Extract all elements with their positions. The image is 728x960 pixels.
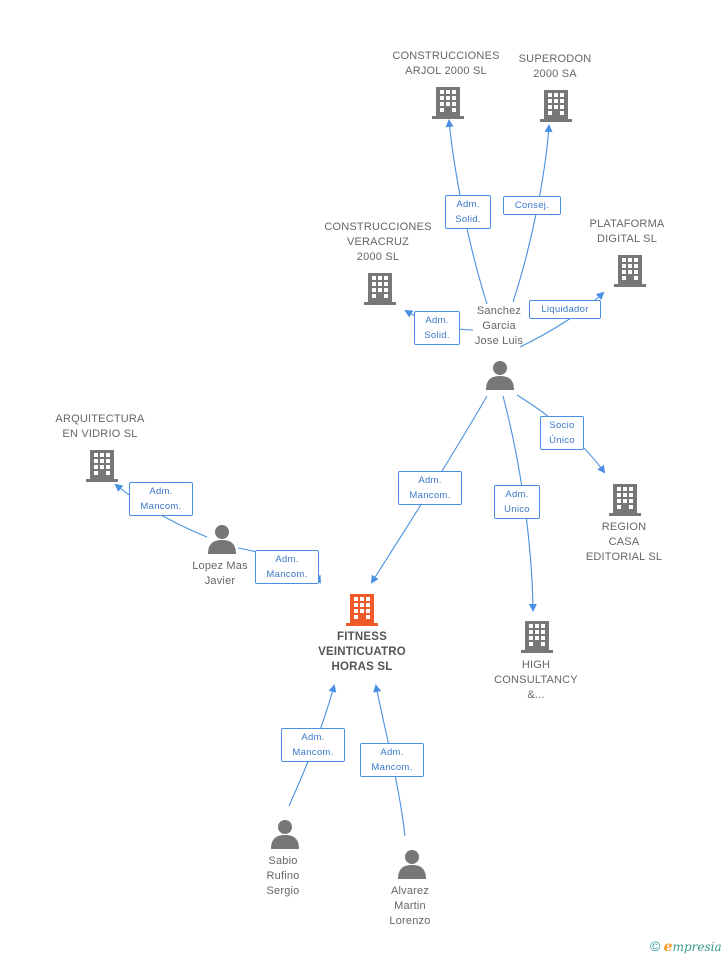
edge-badge-line: Mancom. (266, 569, 308, 580)
node-label-line: Lorenzo (389, 915, 431, 927)
node-label-line: HORAS SL (331, 661, 393, 673)
building-icon[interactable] (614, 253, 646, 287)
edge-badge-line: Mancom. (409, 490, 451, 501)
edge-badge-line: Adm. (418, 475, 442, 486)
node-high-label[interactable]: HIGH CONSULTANCY &... (484, 658, 588, 703)
edge-badge-line: Liquidador (541, 304, 589, 315)
node-label-line: CONSTRUCCIONES (324, 221, 432, 233)
building-icon[interactable] (432, 85, 464, 119)
edge-line-sanchez-plataforma (519, 291, 605, 348)
node-arquitectura-label[interactable]: ARQUITECTURA EN VIDRIO SL (48, 412, 152, 442)
edge-badge-line: Unico (504, 504, 530, 515)
node-label-line: ARJOL 2000 SL (405, 65, 487, 77)
focus-building-icon[interactable] (346, 592, 378, 626)
node-plataforma-label[interactable]: PLATAFORMA DIGITAL SL (575, 217, 679, 247)
node-label-line: Alvarez (390, 885, 430, 897)
node-label-line: Sabio (268, 855, 298, 867)
node-label-line: CONSTRUCCIONES (392, 50, 500, 62)
edge-badge-line: Adm. (380, 747, 404, 758)
person-icon[interactable] (270, 819, 300, 849)
node-label-line: REGION (601, 521, 647, 533)
node-label-line: Javier (204, 575, 236, 587)
node-label-line: DIGITAL SL (596, 233, 658, 245)
node-label-line: Jose Luis (474, 335, 524, 347)
node-label-line: FITNESS (337, 631, 387, 643)
node-label-line: VERACRUZ (346, 236, 410, 248)
edge-badge-sabio-fitness[interactable]: Adm. Mancom. (281, 728, 345, 762)
node-label-line: &... (527, 689, 545, 701)
node-label-line: Lopez Mas (192, 560, 248, 572)
building-icon[interactable] (364, 271, 396, 305)
node-label-line: EN VIDRIO SL (62, 428, 138, 440)
building-icon[interactable] (609, 482, 641, 516)
node-label-line: Rufino (266, 870, 300, 882)
node-label-line: Sanchez (476, 305, 522, 317)
node-label-line: VEINTICUATRO (318, 646, 406, 658)
edge-badge-line: Mancom. (140, 501, 182, 512)
edge-badge-line: Mancom. (292, 747, 334, 758)
node-label-line: Garcia (482, 320, 516, 332)
person-icon[interactable] (485, 360, 515, 390)
empresia-logo: © empresia (650, 938, 722, 955)
edge-badge-line: Adm. (301, 732, 325, 743)
node-arjol-label[interactable]: CONSTRUCCIONES ARJOL 2000 SL (390, 49, 502, 79)
edge-badge-line: Único (549, 435, 575, 446)
edge-badge-sanchez-superodon[interactable]: Consej. (503, 196, 561, 215)
node-label-line: SUPERODON (518, 53, 592, 65)
node-label-line: ARQUITECTURA (55, 413, 145, 425)
edge-badge-line: Solid. (455, 214, 481, 225)
edge-badge-line: Adm. (425, 315, 449, 326)
node-label-line: Sergio (266, 885, 300, 897)
edge-badge-line: Consej. (514, 200, 550, 211)
edge-badge-line: Socio (549, 420, 575, 431)
node-label-line: 2000 SL (356, 251, 400, 263)
edge-badge-lopez-arquitectura[interactable]: Adm. Mancom. (129, 482, 193, 516)
building-icon[interactable] (86, 448, 118, 482)
node-label-line: EDITORIAL SL (585, 551, 663, 563)
edge-badge-line: Adm. (505, 489, 529, 500)
edge-badge-alvarez-fitness[interactable]: Adm. Mancom. (360, 743, 424, 777)
edge-badge-line: Adm. (149, 486, 173, 497)
node-fitness-label[interactable]: FITNESS VEINTICUATRO HORAS SL (300, 630, 424, 675)
node-label-line: HIGH (521, 659, 551, 671)
edge-badge-line: Solid. (424, 330, 450, 341)
node-label-line: CONSULTANCY (494, 674, 578, 686)
edge-badge-line: Adm. (275, 554, 299, 565)
node-label-line: Martin (394, 900, 426, 912)
person-icon[interactable] (397, 849, 427, 879)
edge-badge-line: Mancom. (371, 762, 413, 773)
edge-badge-sanchez-plataforma[interactable]: Liquidador (529, 300, 601, 319)
edge-badge-sanchez-veracruz[interactable]: Adm. Solid. (414, 311, 460, 345)
edge-badge-line: Adm. (456, 199, 480, 210)
edge-badge-sanchez-arjol[interactable]: Adm. Solid. (445, 195, 491, 229)
node-veracruz-label[interactable]: CONSTRUCCIONES VERACRUZ 2000 SL (322, 220, 434, 265)
node-label-line: PLATAFORMA (589, 218, 665, 230)
edge-badge-sanchez-fitness[interactable]: Adm. Mancom. (398, 471, 462, 505)
node-superodon-label[interactable]: SUPERODON 2000 SA (505, 52, 605, 82)
node-label-line: CASA (608, 536, 640, 548)
edge-badge-lopez-fitness[interactable]: Adm. Mancom. (255, 550, 319, 584)
edge-badge-sanchez-high[interactable]: Adm. Unico (494, 485, 540, 519)
node-label-line: 2000 SA (533, 68, 577, 80)
building-icon[interactable] (521, 619, 553, 653)
person-icon[interactable] (207, 524, 237, 554)
building-icon[interactable] (540, 88, 572, 122)
node-region-label[interactable]: REGION CASA EDITORIAL SL (578, 520, 670, 565)
